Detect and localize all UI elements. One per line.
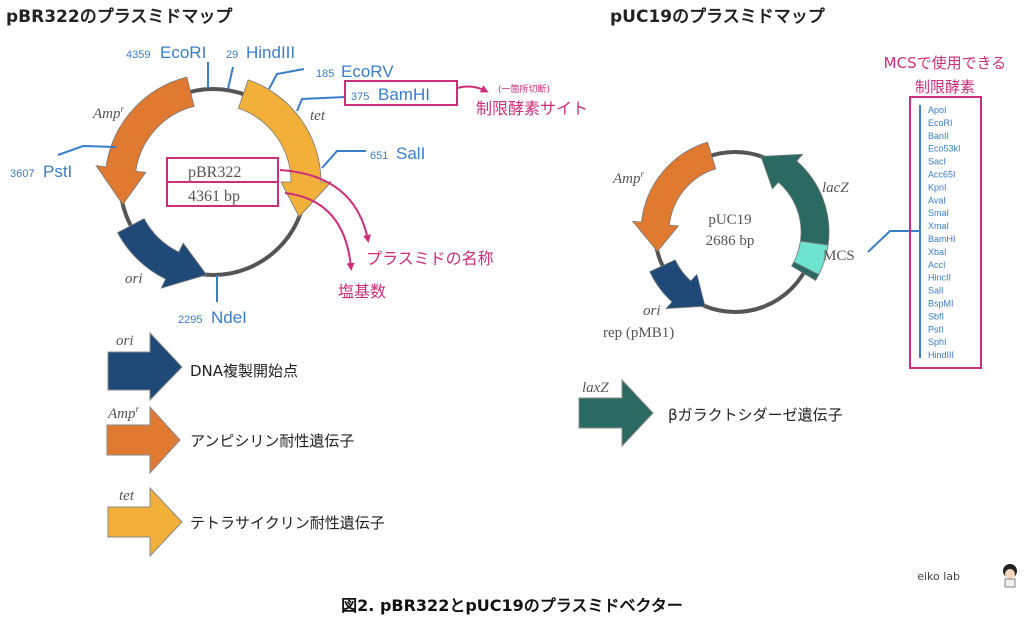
puc19-amp-arrow bbox=[631, 141, 717, 253]
mcs-enzymes-title-2: 制限酵素 bbox=[915, 78, 975, 96]
size-annotation-arrow bbox=[284, 192, 355, 271]
hindiii-site-line bbox=[227, 66, 234, 90]
puc19-title: pUC19のプラスミドマップ bbox=[610, 6, 826, 27]
mcs-enzyme-item: SalI bbox=[928, 286, 944, 296]
mcs-enzyme-item: BamHI bbox=[928, 234, 956, 244]
psti-position: 3607 bbox=[10, 168, 34, 180]
mcs-enzyme-item: SmaI bbox=[928, 208, 949, 218]
mcs-enzyme-item: Acc65I bbox=[928, 170, 956, 180]
figure-caption: 図2. pBR322とpUC19のプラスミドベクター bbox=[341, 596, 683, 615]
legend-tet-text: テトラサイクリン耐性遺伝子 bbox=[190, 514, 385, 532]
mcs-enzyme-item: ApoI bbox=[928, 105, 947, 115]
puc19-map: Ampr lacZ MCS ori rep (pMB1) pUC19 2686 … bbox=[603, 54, 1007, 369]
ecori-position: 4359 bbox=[126, 49, 150, 61]
legend-ori-text: DNA複製開始点 bbox=[190, 362, 298, 380]
legend-tet-label: tet bbox=[119, 488, 135, 504]
bamhi-highlight-box bbox=[344, 80, 458, 106]
ndei-label: NdeI bbox=[211, 308, 247, 327]
bamhi-position: 375 bbox=[351, 91, 369, 103]
pbr322-amp-arrow bbox=[95, 76, 195, 206]
pbr322-tet-arrow bbox=[237, 79, 332, 218]
plasmid-name-annotation: プラスミドの名称 bbox=[366, 249, 494, 268]
pbr322-map: Ampr tet ori 4359 EcoRI 29 HindIII 185 E… bbox=[10, 43, 588, 327]
hindiii-label: HindIII bbox=[246, 43, 295, 62]
legend: ori DNA複製開始点 Ampr アンピシリン耐性遺伝子 tet テトラサイク… bbox=[106, 331, 843, 558]
mcs-enzyme-item: SacI bbox=[928, 157, 946, 167]
mcs-enzyme-item: BspMI bbox=[928, 299, 954, 309]
plasmid-size-box bbox=[166, 181, 279, 207]
bamhi-label: BamHI bbox=[378, 85, 430, 104]
legend-lacz-label: laxZ bbox=[582, 380, 609, 396]
legend-ori-label: ori bbox=[116, 333, 134, 349]
puc19-rep-label: rep (pMB1) bbox=[603, 325, 674, 341]
mcs-enzyme-item: EcoRI bbox=[928, 118, 953, 128]
mcs-enzyme-item: SbfI bbox=[928, 311, 944, 321]
hindiii-position: 29 bbox=[226, 49, 238, 61]
mcs-enzyme-item: HindIII bbox=[928, 350, 954, 360]
site-annotation-arrow bbox=[456, 85, 489, 93]
sali-label: SalI bbox=[396, 144, 425, 163]
sali-position: 651 bbox=[370, 150, 388, 162]
mcs-enzymes-title: MCSで使用できる bbox=[884, 54, 1007, 72]
bp-count-annotation: 塩基数 bbox=[338, 282, 386, 301]
mcs-enzyme-item: PstI bbox=[928, 324, 944, 334]
puc19-lacz-arrow bbox=[760, 153, 830, 246]
site-annotation: 制限酵素サイト bbox=[476, 99, 588, 118]
mcs-enzyme-list: ApoI EcoRI BanII Eco53kI SacI Acc65I KpnI AvaI S… bbox=[928, 105, 961, 360]
puc19-mcs-label: MCS bbox=[823, 248, 855, 264]
legend-amp-text: アンピシリン耐性遺伝子 bbox=[190, 432, 354, 450]
ecorv-label: EcoRV bbox=[341, 62, 394, 81]
legend-tet-arrow bbox=[107, 486, 183, 558]
mcs-enzyme-item: KpnI bbox=[928, 182, 947, 192]
mcs-connector-line bbox=[867, 230, 920, 253]
pbr322-title: pBR322のプラスミドマップ bbox=[6, 6, 233, 27]
pbr322-amp-label: Ampr bbox=[92, 104, 125, 122]
pbr322-size: 4361 bp bbox=[188, 188, 240, 205]
sali-site-line bbox=[321, 150, 366, 169]
ecorv-site-line bbox=[268, 68, 305, 90]
mcs-enzyme-box bbox=[909, 96, 982, 369]
ecori-label: EcoRI bbox=[160, 43, 206, 62]
mcs-enzyme-item: AccI bbox=[928, 260, 946, 270]
legend-amp-label: Ampr bbox=[107, 404, 140, 422]
puc19-name: pUC19 bbox=[708, 212, 751, 228]
pbr322-ori-label: ori bbox=[125, 271, 143, 287]
eiko-lab-logo: eiko lab bbox=[917, 564, 1017, 588]
pbr322-ori-arrow bbox=[117, 218, 208, 289]
bamhi-site-line bbox=[296, 96, 346, 112]
puc19-amp-label: Ampr bbox=[612, 169, 645, 187]
pbr322-tet-label: tet bbox=[310, 108, 326, 124]
puc19-lacz-tail bbox=[791, 261, 820, 281]
puc19-ori-arrow bbox=[649, 259, 706, 309]
mcs-enzyme-item: XbaI bbox=[928, 247, 947, 257]
legend-ori-arrow bbox=[107, 331, 183, 402]
legend-amp-arrow bbox=[106, 405, 181, 475]
mcs-enzyme-item: Eco53kI bbox=[928, 144, 961, 154]
puc19-lacz-label: lacZ bbox=[822, 180, 849, 196]
single-cut-note: (一箇所切断) bbox=[498, 83, 550, 95]
puc19-ori-label: ori bbox=[643, 303, 661, 319]
mcs-enzyme-item: SphI bbox=[928, 337, 947, 347]
legend-lacz-text: βガラクトシダーゼ遺伝子 bbox=[668, 406, 843, 424]
psti-label: PstI bbox=[43, 162, 72, 181]
watermark-text: eiko lab bbox=[917, 570, 960, 583]
ecorv-position: 185 bbox=[316, 68, 334, 80]
mcs-enzyme-item: XmaI bbox=[928, 221, 949, 231]
mcs-enzyme-item: BanII bbox=[928, 131, 949, 141]
pbr322-name: pBR322 bbox=[188, 164, 241, 181]
puc19-size: 2686 bp bbox=[706, 233, 755, 249]
mcs-enzyme-item: HincII bbox=[928, 273, 951, 283]
name-annotation-arrow bbox=[279, 169, 371, 243]
legend-lacz-arrow bbox=[578, 378, 654, 448]
mcs-enzyme-item: AvaI bbox=[928, 195, 946, 205]
psti-site-line bbox=[57, 144, 117, 156]
ndei-position: 2295 bbox=[178, 314, 202, 326]
plasmid-name-box bbox=[166, 157, 279, 183]
